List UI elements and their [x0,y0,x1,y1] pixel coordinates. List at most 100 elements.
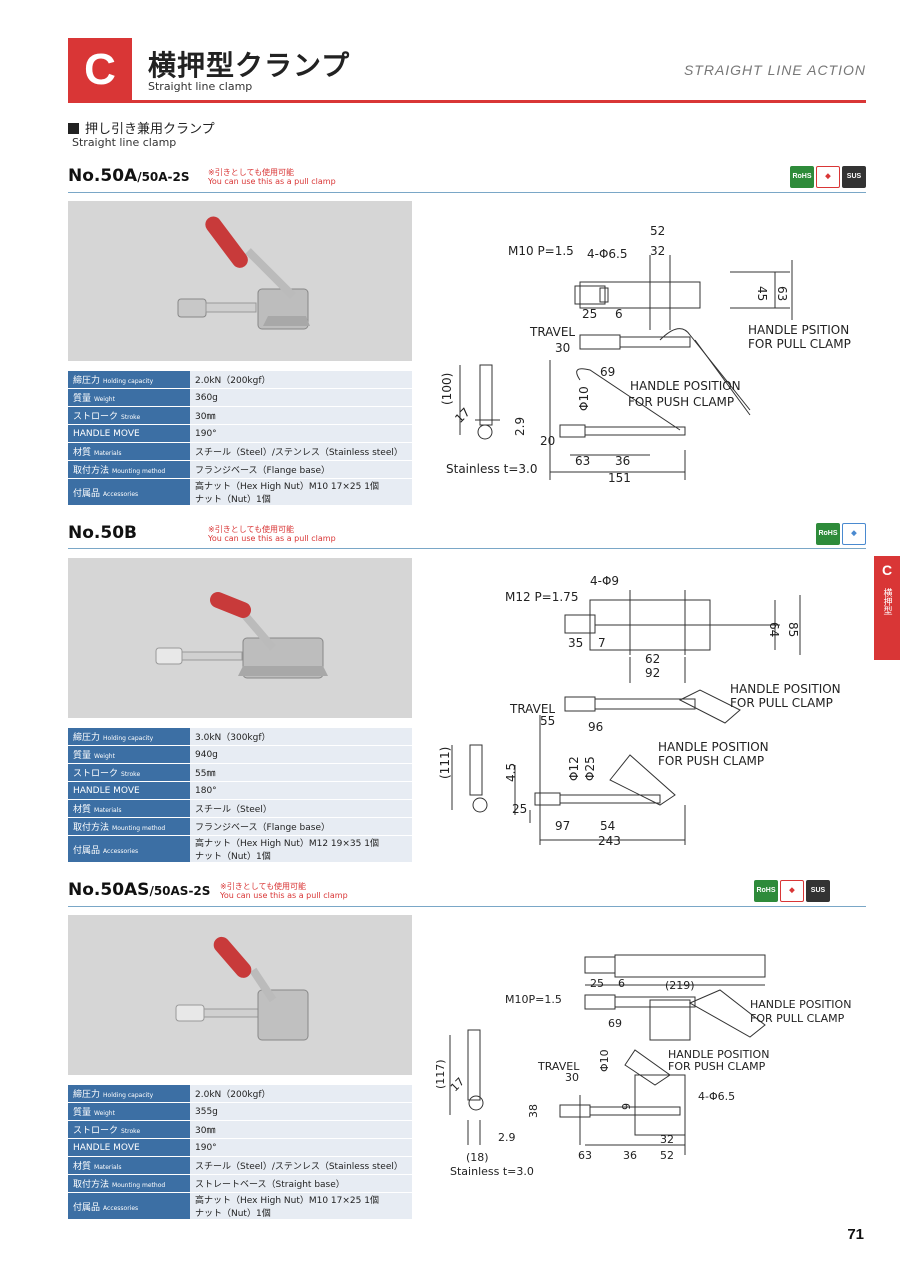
dimension-drawing: 4-Φ9 M12 P=1.75 64 85 35 7 62 92 HANDLE … [438,574,841,848]
svg-text:2.9: 2.9 [513,417,527,436]
no-chemical-icon: ◆ [842,523,866,545]
product-divider [68,192,866,193]
svg-text:TRAVEL: TRAVEL [509,702,555,716]
product-divider [68,548,866,549]
svg-text:M10 P=1.5: M10 P=1.5 [508,244,574,258]
page-number: 71 [847,1226,864,1243]
side-tab-label: 横押型 [881,588,892,615]
chapter-badge: C [68,38,132,102]
svg-text:38: 38 [527,1104,540,1118]
svg-text:FOR PUSH CLAMP: FOR PUSH CLAMP [668,1060,766,1073]
header-right-title: STRAIGHT LINE ACTION [683,62,866,78]
svg-text:FOR PUSH CLAMP: FOR PUSH CLAMP [658,754,764,768]
svg-text:52: 52 [660,1149,674,1162]
svg-text:(219): (219) [665,979,695,992]
svg-text:6: 6 [615,307,623,321]
svg-text:32: 32 [660,1133,674,1146]
svg-text:4-Φ9: 4-Φ9 [590,574,619,588]
rohs-icon: RoHS [790,166,814,188]
svg-text:Φ10: Φ10 [598,1049,611,1072]
svg-text:35: 35 [568,636,583,650]
product-name: No.50A/50A-2S [68,166,190,186]
svg-text:FOR PULL CLAMP: FOR PULL CLAMP [748,337,851,351]
svg-text:HANDLE POSITION: HANDLE POSITION [750,998,851,1011]
svg-text:20: 20 [540,434,555,448]
dimension-drawing: 52 M10 P=1.5 4-Φ6.5 32 45 63 25 6 TRAVEL… [440,224,851,485]
svg-text:17: 17 [448,1075,467,1094]
svg-text:55: 55 [540,714,555,728]
svg-text:TRAVEL: TRAVEL [529,325,575,339]
cert-icons: RoHS◆ [814,520,866,545]
dimension-drawing: 25 6 (219) M10P=1.5 HANDLE POSITION FOR … [434,954,851,1178]
header-divider [68,100,866,103]
svg-text:25: 25 [590,977,604,990]
clamp-photo-image [155,592,328,679]
no-chemical-icon: ◆ [816,166,840,188]
svg-text:17: 17 [452,405,473,426]
svg-text:HANDLE POSITION: HANDLE POSITION [730,682,841,696]
svg-text:FOR PULL CLAMP: FOR PULL CLAMP [750,1012,845,1025]
svg-text:54: 54 [600,819,615,833]
svg-text:2.9: 2.9 [498,1131,516,1144]
svg-text:6: 6 [618,977,625,990]
svg-text:Φ25: Φ25 [583,756,597,781]
product-photo [68,201,412,361]
svg-text:45: 45 [755,286,769,301]
rohs-icon: RoHS [754,880,778,902]
svg-text:4-Φ6.5: 4-Φ6.5 [698,1090,735,1103]
svg-text:Stainless t=3.0: Stainless t=3.0 [450,1165,534,1178]
svg-text:Φ10: Φ10 [577,386,591,411]
svg-text:9: 9 [620,1103,633,1110]
svg-text:63: 63 [578,1149,592,1162]
svg-text:(18): (18) [466,1151,489,1164]
svg-text:4-Φ6.5: 4-Φ6.5 [587,247,628,261]
svg-text:(111): (111) [438,747,452,779]
svg-text:FOR PUSH CLAMP: FOR PUSH CLAMP [628,395,734,409]
svg-text:36: 36 [615,454,630,468]
cert-icons: RoHS◆SUS [788,163,866,188]
sus-icon: SUS [806,880,830,902]
svg-text:30: 30 [565,1071,579,1084]
clamp-photo-image [177,216,310,330]
product-name: No.50AS/50AS-2S [68,880,211,900]
sus-icon: SUS [842,166,866,188]
svg-text:85: 85 [786,622,800,637]
svg-text:63: 63 [775,286,789,301]
product-name: No.50B [68,523,137,543]
product-divider [68,906,866,907]
svg-text:96: 96 [588,720,603,734]
svg-text:36: 36 [623,1149,637,1162]
svg-text:32: 32 [650,244,665,258]
svg-text:FOR PULL CLAMP: FOR PULL CLAMP [730,696,833,710]
svg-text:HANDLE POSITION: HANDLE POSITION [658,740,769,754]
svg-text:92: 92 [645,666,660,680]
rohs-icon: RoHS [816,523,840,545]
product-photo [68,915,412,1075]
side-tab[interactable]: C 横押型 [874,556,900,660]
svg-text:69: 69 [608,1017,622,1030]
svg-text:30: 30 [555,341,570,355]
svg-text:69: 69 [600,365,615,379]
svg-text:(117): (117) [434,1059,447,1089]
